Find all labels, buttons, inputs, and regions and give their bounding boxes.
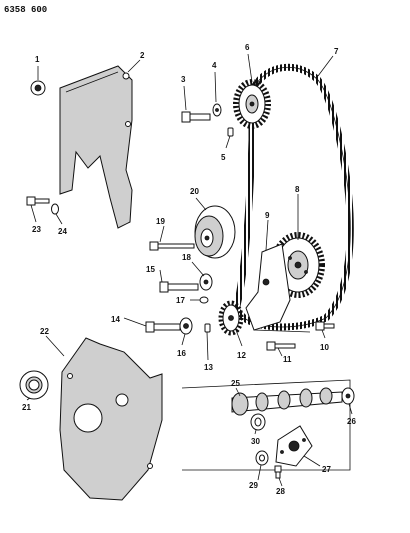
key-part-5 [227,127,234,137]
callout-26: 26 [347,417,356,426]
callout-14: 14 [111,315,120,324]
callout-19: 19 [156,217,165,226]
bolt-part-15 [159,281,199,293]
bolt-part-23 [26,196,50,206]
seal-part-21 [19,370,49,400]
washer-part-24 [51,203,59,215]
callout-30: 30 [251,437,260,446]
key-part-13 [204,323,211,333]
callout-28: 28 [276,487,285,496]
callout-4: 4 [212,61,217,70]
seal-part-30 [250,413,266,431]
ring-part-29 [255,450,269,466]
lower-timing-cover-part-22 [59,337,163,501]
callout-15: 15 [146,265,155,274]
callout-23: 23 [32,225,41,234]
callout-12: 12 [237,351,246,360]
thrust-plate-part-27 [275,425,313,467]
callout-3: 3 [181,75,186,84]
screw-part-28 [274,465,282,479]
washer-part-4 [212,103,222,117]
washer-part-16 [179,317,193,335]
callout-2: 2 [140,51,145,60]
bolt-part-14 [145,321,181,333]
callout-18: 18 [182,253,191,262]
callout-11: 11 [283,355,292,364]
callout-16: 16 [177,349,186,358]
key-part-17 [199,296,209,304]
callout-8: 8 [295,185,300,194]
washer-part-18 [199,273,213,291]
bolt-part-10 [315,321,335,331]
camshaft-sprocket-part-6 [233,79,271,129]
callout-10: 10 [320,343,329,352]
callout-29: 29 [249,481,258,490]
callout-20: 20 [190,187,199,196]
callout-6: 6 [245,43,250,52]
callout-24: 24 [58,227,67,236]
bolt-part-3 [181,111,211,123]
bolt-part-11 [266,341,296,351]
callout-17: 17 [176,296,185,305]
callout-27: 27 [322,465,331,474]
bolt-part-19 [149,241,195,251]
idler-pulley-part-20 [194,205,236,259]
tensioner-part-9 [245,243,311,333]
callout-13: 13 [204,363,213,372]
callout-9: 9 [265,211,270,220]
diagram-id: 6358 600 [4,5,47,15]
camshaft-inset-outline [181,379,351,471]
upper-timing-cover [59,65,133,229]
callout-7: 7 [334,47,339,56]
plug-part-26 [341,387,355,405]
callout-25: 25 [231,379,240,388]
camshaft-part-25 [231,387,343,416]
crankshaft-sprocket-part-12 [218,300,244,336]
nut-part-1 [30,80,46,96]
callout-21: 21 [22,403,31,412]
callout-22: 22 [40,327,49,336]
callout-5: 5 [221,153,226,162]
leader-lines [26,53,353,487]
timing-belt-part-7 [232,63,354,331]
callout-1: 1 [35,55,40,64]
callout-labels: 1 2 3 4 5 6 7 8 9 10 11 12 13 14 15 16 1… [22,43,356,496]
